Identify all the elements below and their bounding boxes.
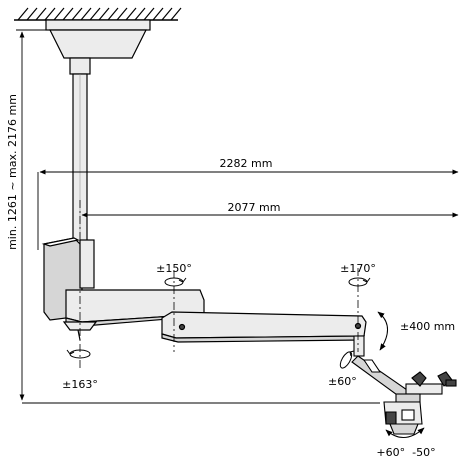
ceiling-hatch-stroke (98, 7, 110, 21)
ceiling-hatch-stroke (134, 7, 146, 21)
ceiling-hatch-stroke (71, 7, 83, 21)
height-dimension (16, 29, 46, 401)
ceiling-hatch-stroke (107, 7, 119, 21)
vertical-travel-label: ±400 mm (400, 320, 455, 333)
ceiling (14, 7, 182, 21)
axis-lines (79, 200, 359, 368)
ceiling-hatch-stroke (62, 7, 74, 21)
head-tilt-arc (385, 427, 425, 438)
spring-arm (161, 311, 367, 343)
ceiling-hatch-stroke (17, 7, 29, 21)
ceiling-hatch-stroke (89, 7, 101, 21)
second-joint-rotation-marker (348, 277, 371, 287)
outer-reach-dimension (37, 169, 459, 250)
base-rotation-label: ±163° (62, 378, 98, 391)
first-joint-rotation-marker (164, 277, 187, 287)
base-rotation-marker (66, 349, 91, 359)
head-tilt-label: +60° -50° (376, 446, 435, 459)
vertical-travel-arc (377, 311, 388, 351)
second-joint-rotation-label: ±170° (340, 262, 376, 275)
ceiling-hatch-stroke (161, 7, 173, 21)
microscope-assembly (351, 335, 457, 435)
ceiling-hatch-stroke (26, 7, 38, 21)
outer-reach-label: 2282 mm (220, 157, 273, 170)
ceiling-hatch-stroke (53, 7, 65, 21)
ceiling-hatch-stroke (125, 7, 137, 21)
arm-tilt-marker (339, 350, 355, 369)
ceiling-mount (45, 19, 151, 75)
first-joint-rotation-label: ±150° (156, 262, 192, 275)
arm-tilt-label: ±60° (328, 375, 357, 388)
height-range-label: min. 1261 ~ max. 2176 mm (6, 94, 19, 250)
ceiling-hatch-stroke (44, 7, 56, 21)
inner-reach-label: 2077 mm (228, 201, 281, 214)
ceiling-hatch-stroke (35, 7, 47, 21)
ceiling-hatch-stroke (80, 7, 92, 21)
ceiling-hatch-stroke (170, 7, 182, 21)
ceiling-hatch-stroke (143, 7, 155, 21)
ceiling-hatch-stroke (152, 7, 164, 21)
ceiling-hatch-stroke (116, 7, 128, 21)
